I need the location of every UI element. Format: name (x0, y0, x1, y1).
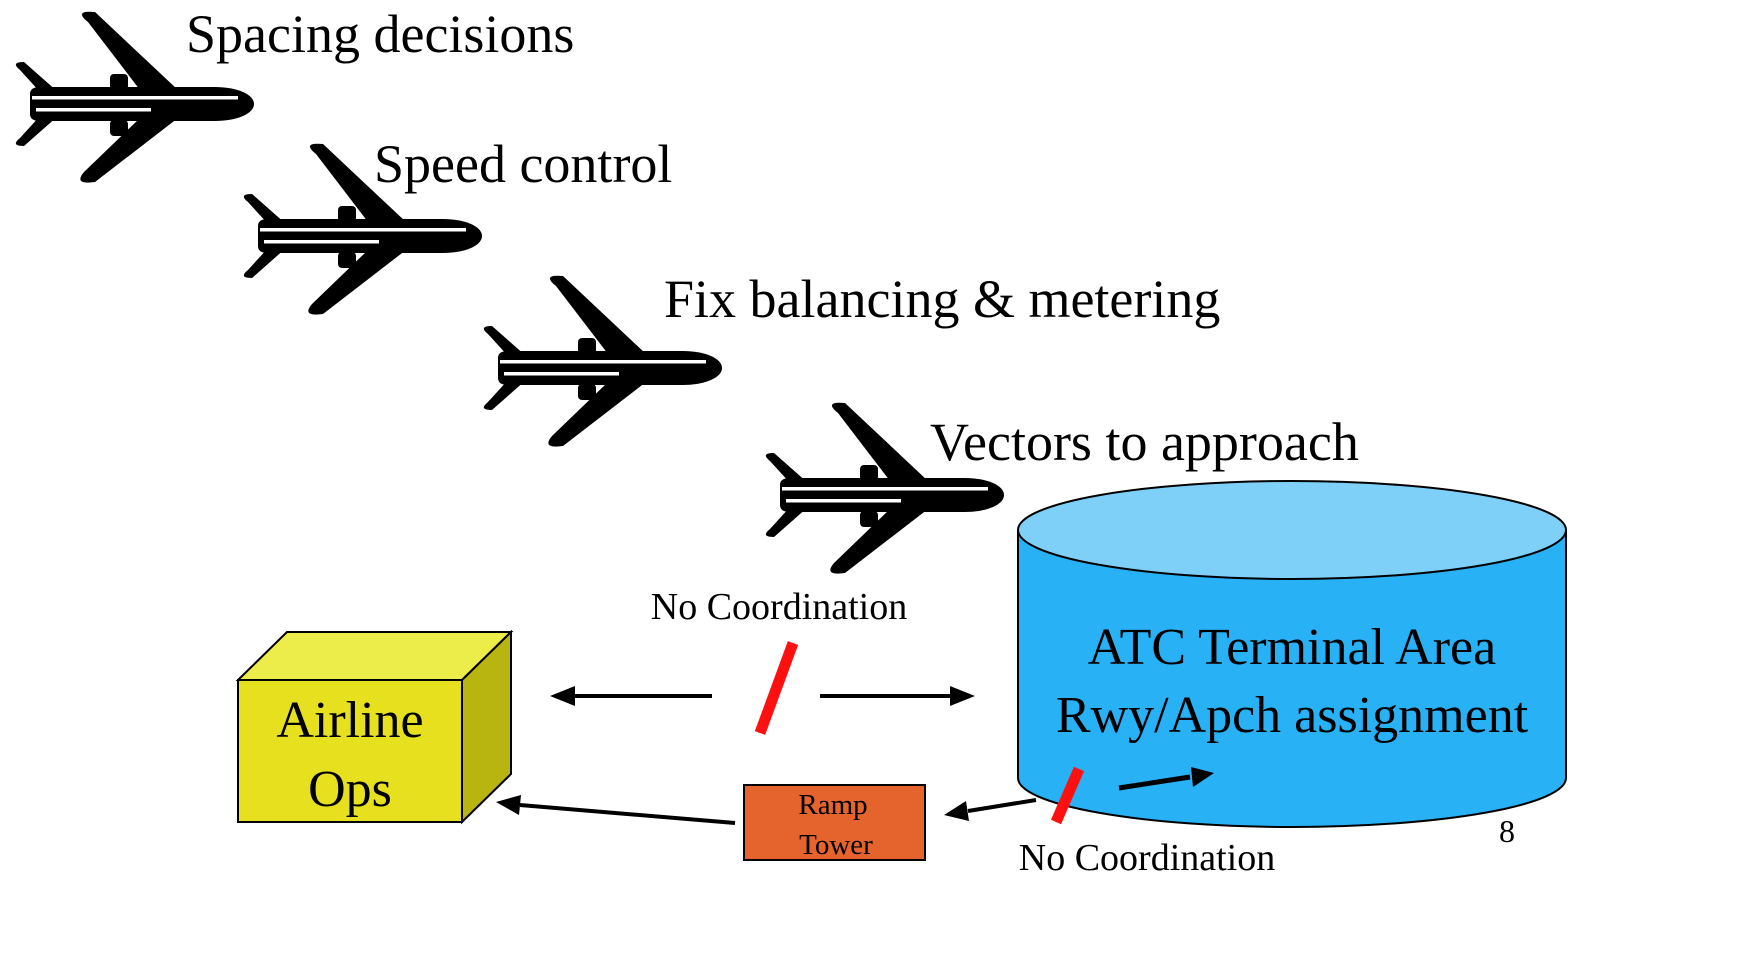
arrow-left-to-airline (550, 686, 712, 706)
airline-ops-label-line2: Ops (308, 761, 392, 818)
coordination-break-mark-bottom (1050, 766, 1085, 825)
arrow-inside-atc (1118, 767, 1214, 791)
page-number: 8 (1499, 813, 1515, 849)
no-coordination-bottom-label: No Coordination (1019, 837, 1275, 879)
atc-label-line2: Rwy/Apch assignment (1056, 687, 1529, 744)
step-label-fix-balancing: Fix balancing & metering (664, 269, 1220, 329)
coordination-break-mark-top (754, 641, 799, 735)
atc-label-line1: ATC Terminal Area (1088, 619, 1496, 676)
arrow-atc-to-ramp (944, 798, 1037, 821)
ramp-tower-label-line2: Tower (799, 829, 873, 861)
step-label-vectors: Vectors to approach (930, 412, 1359, 472)
airline-ops-label-line1: Airline (276, 692, 423, 749)
ramp-tower-box: Ramp Tower (743, 784, 926, 861)
arrow-right-to-atc (820, 686, 975, 706)
ramp-tower-label-line1: Ramp (798, 789, 867, 821)
step-label-speed: Speed control (374, 134, 672, 194)
no-coordination-top-label: No Coordination (651, 586, 907, 628)
airline-ops-box: Airline Ops (235, 629, 514, 825)
arrow-ramp-to-airline (496, 795, 736, 825)
atc-terminal-cylinder: ATC Terminal Area Rwy/Apch assignment (1017, 480, 1567, 828)
step-label-spacing: Spacing decisions (186, 4, 574, 64)
